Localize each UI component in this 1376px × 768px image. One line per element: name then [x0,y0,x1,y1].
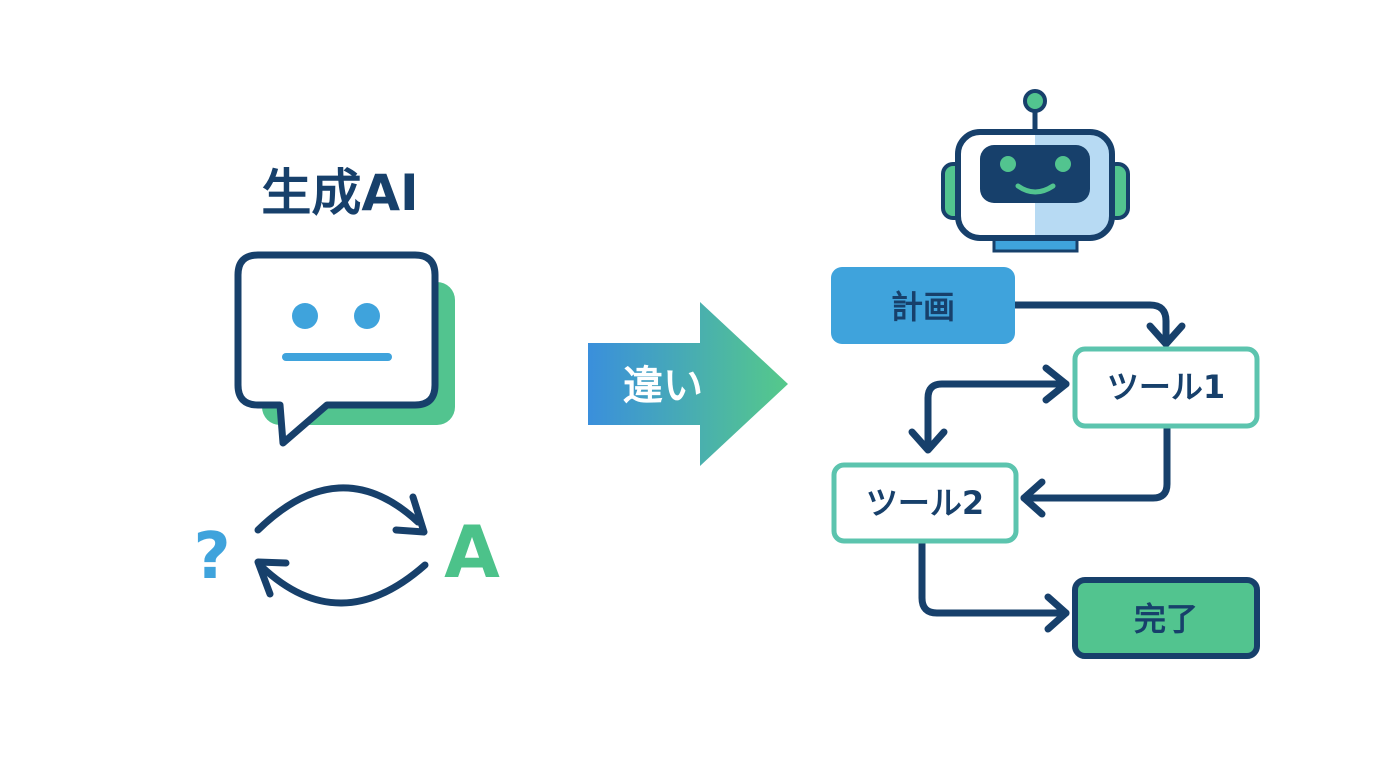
answer-letter: A [444,510,500,594]
flow-box-plan-label: 計画 [891,288,955,326]
flow-box-tool2: ツール2 [831,462,1019,544]
chat-bubble-icon [234,251,455,447]
robot-icon [941,89,1130,253]
flow-connectors [908,301,1186,633]
cycle-arrows-icon [254,484,429,607]
flow-box-tool1-label: ツール1 [1107,368,1225,406]
flow-box-tool2-label: ツール2 [866,484,984,522]
difference-arrow-label: 違い [623,363,703,409]
question-mark: ? [193,520,230,594]
flow-box-done: 完了 [1072,577,1260,659]
difference-arrow: 違い [588,302,788,466]
flow-box-tool1: ツール1 [1072,346,1260,429]
generative-ai-title: 生成AI [261,164,418,222]
flow-box-done-label: 完了 [1134,600,1198,638]
flow-box-plan: 計画 [831,267,1015,344]
